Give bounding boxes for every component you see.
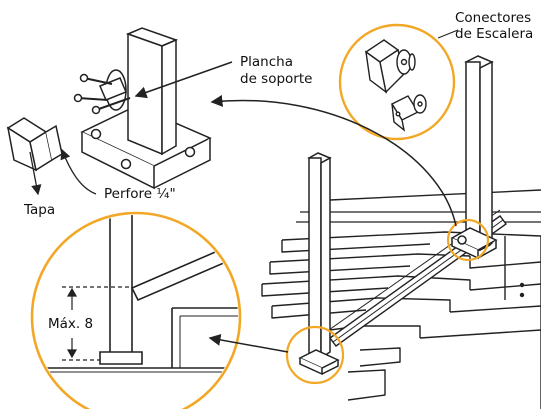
cap-label: Tapa	[23, 202, 55, 218]
drill-label: Perfore ¼"	[104, 186, 176, 202]
curved-arrow	[210, 94, 457, 227]
base-plate-detail	[73, 27, 212, 190]
upper-post	[450, 55, 498, 260]
cap-detail	[6, 117, 63, 172]
plate-label-line2: de soporte	[240, 71, 312, 87]
small-callout-ring	[285, 325, 345, 385]
connector-callout-ring	[446, 218, 490, 262]
lower-post	[298, 152, 340, 376]
cap-leader-arrow	[29, 151, 42, 196]
stair-connectors-callout	[338, 23, 459, 141]
plate-leader-arrow	[134, 61, 233, 99]
plate-label-line1: Plancha	[240, 54, 293, 70]
connectors-label-line2: de Escalera	[455, 26, 533, 42]
drill-leader-arrow	[60, 148, 97, 195]
max-label: Máx. 8	[48, 316, 93, 332]
detail-arrow	[208, 333, 289, 353]
connectors-label-line1: Conectores	[455, 10, 531, 26]
max-gap-callout	[30, 211, 242, 409]
